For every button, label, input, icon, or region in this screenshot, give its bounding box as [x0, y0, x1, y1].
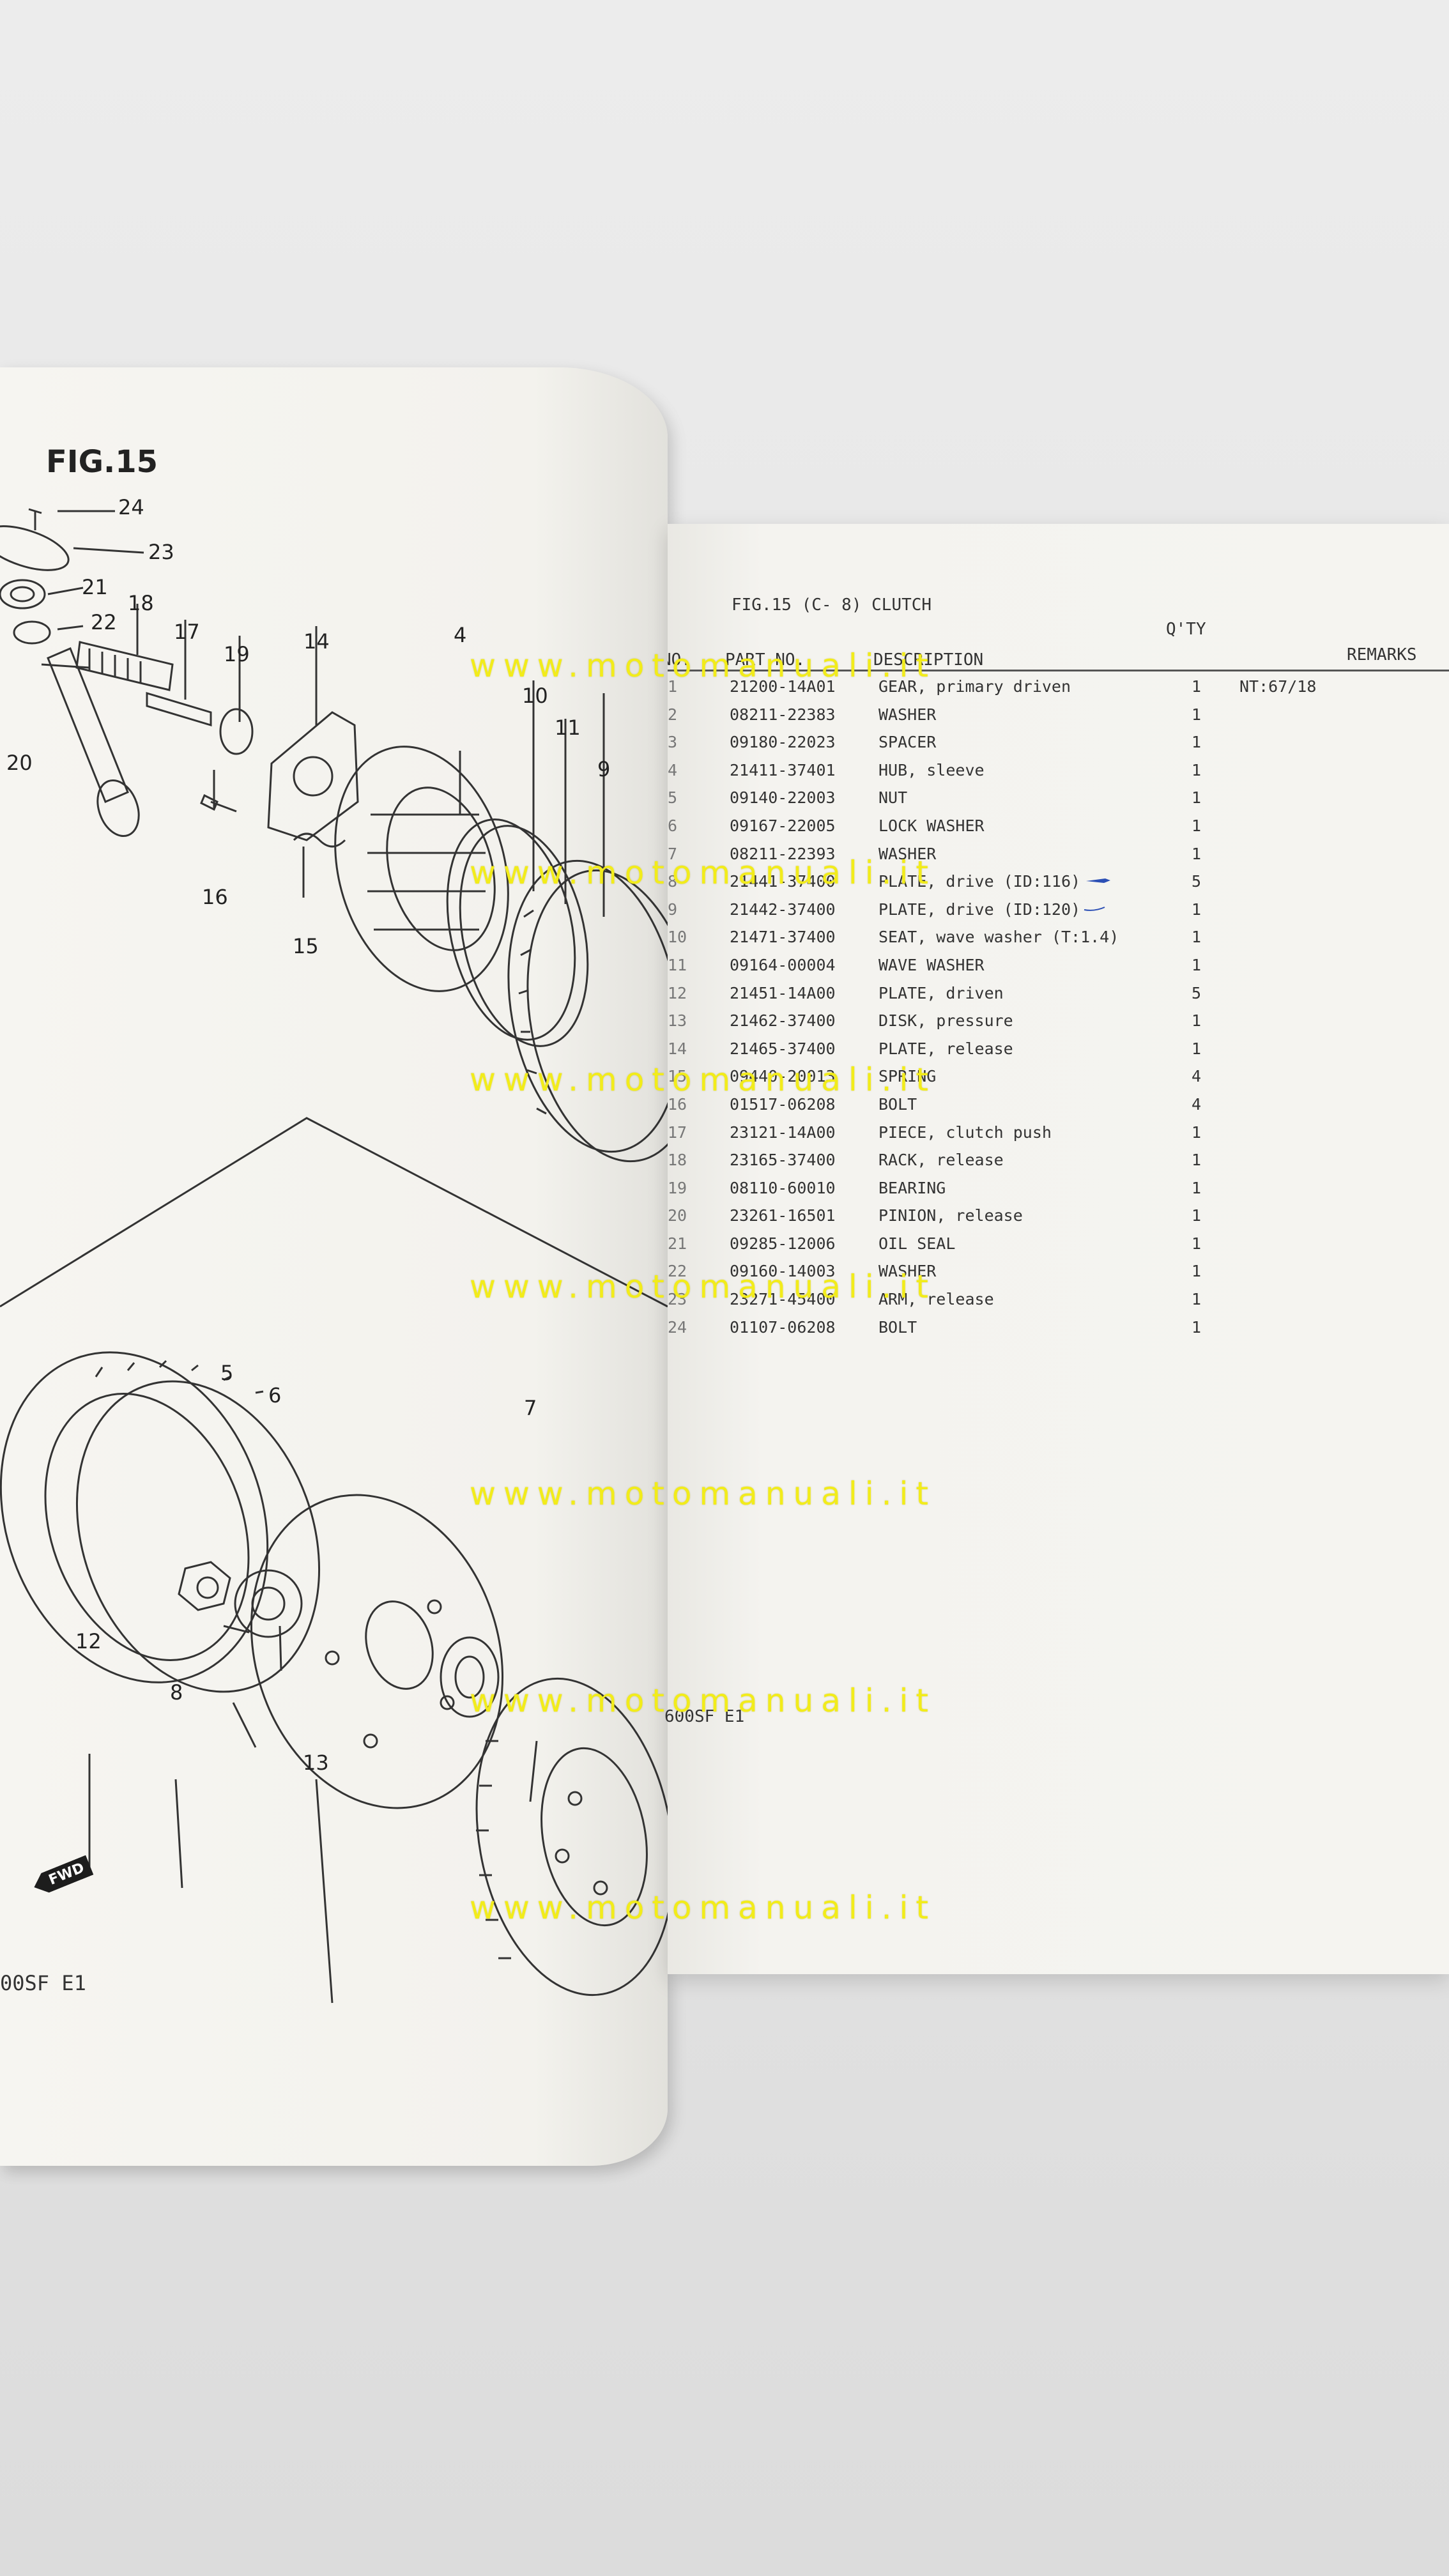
spacer-part	[440, 1636, 500, 1718]
right-page: FIG.15 (C- 8) CLUTCH Q'TY REMARKS NO. PA…	[668, 524, 1449, 1974]
callout-15: 15	[293, 934, 319, 958]
bolt-part	[28, 508, 42, 530]
wave-washer-part	[446, 818, 576, 1041]
driven-plate-part	[0, 1351, 269, 1683]
part-no-header: PART NO.	[725, 650, 806, 670]
callout-13: 13	[303, 1751, 329, 1775]
watermark-text: www.motomanuali.it	[470, 1061, 937, 1098]
qty-header: Q'TY	[1166, 620, 1206, 639]
release-plate-part	[267, 711, 359, 841]
drive-plate-part	[507, 859, 668, 1153]
spring-part	[293, 832, 346, 848]
model-code-left: 00SF E1	[0, 1971, 86, 1995]
callout-20: 20	[6, 751, 33, 775]
assembly-outline	[0, 1117, 668, 1308]
callout-22: 22	[91, 610, 117, 634]
callout-7: 7	[524, 1396, 537, 1420]
release-rack-part	[75, 641, 174, 691]
remarks-header: REMARKS	[1347, 645, 1417, 664]
fig-title: FIG.15	[46, 444, 158, 480]
watermark-text: www.motomanuali.it	[470, 1889, 937, 1926]
pen-tick-icon	[1086, 878, 1110, 884]
model-code-right: 600SF E1	[664, 1707, 745, 1726]
callout-8: 8	[170, 1680, 183, 1705]
clutch-bolt-part	[200, 793, 237, 813]
release-arm-part	[0, 525, 70, 571]
pen-curve-icon	[1084, 906, 1105, 911]
clutch-exploded-diagram	[0, 508, 668, 2004]
drive-plate-lower-part	[75, 1380, 321, 1693]
release-pinion-part	[47, 647, 129, 803]
callout-23: 23	[148, 540, 174, 564]
sleeve-hub-part	[334, 746, 509, 992]
oil-seal-part	[0, 579, 46, 610]
callout-17: 17	[174, 620, 200, 644]
left-page: FIG.15	[0, 367, 668, 2166]
clutch-push-piece-part	[146, 691, 212, 727]
column-headers: NO. PART NO. DESCRIPTION	[668, 650, 1449, 671]
callout-24: 24	[118, 495, 144, 519]
callout-9: 9	[597, 757, 611, 781]
lock-washer-part	[234, 1569, 303, 1638]
callout-19: 19	[224, 642, 250, 666]
watermark-text: www.motomanuali.it	[470, 1475, 937, 1512]
nut-part	[178, 1561, 231, 1611]
section-title: FIG.15 (C- 8) CLUTCH	[732, 595, 932, 615]
description-header: DESCRIPTION	[873, 650, 984, 670]
primary-driven-gear-part	[475, 1677, 668, 1997]
header-rule	[668, 670, 1449, 671]
watermark-text: www.motomanuali.it	[470, 1682, 937, 1719]
callout-18: 18	[128, 591, 154, 615]
bearing-part	[219, 708, 254, 755]
callout-5: 5	[220, 1361, 234, 1385]
watermark-text: www.motomanuali.it	[470, 647, 937, 684]
callout-11: 11	[555, 716, 581, 740]
watermark-text: www.motomanuali.it	[470, 1268, 937, 1305]
ref-no-header: NO.	[668, 650, 691, 670]
callout-4: 4	[454, 623, 467, 647]
callout-16: 16	[202, 885, 228, 909]
callout-12: 12	[75, 1629, 102, 1653]
callout-6: 6	[268, 1383, 282, 1407]
callout-10: 10	[522, 684, 548, 708]
washer-part	[13, 620, 51, 645]
watermark-text: www.motomanuali.it	[470, 854, 937, 891]
callout-14: 14	[303, 629, 330, 654]
pressure-disk-part	[250, 1494, 504, 1809]
callout-21: 21	[82, 575, 108, 599]
